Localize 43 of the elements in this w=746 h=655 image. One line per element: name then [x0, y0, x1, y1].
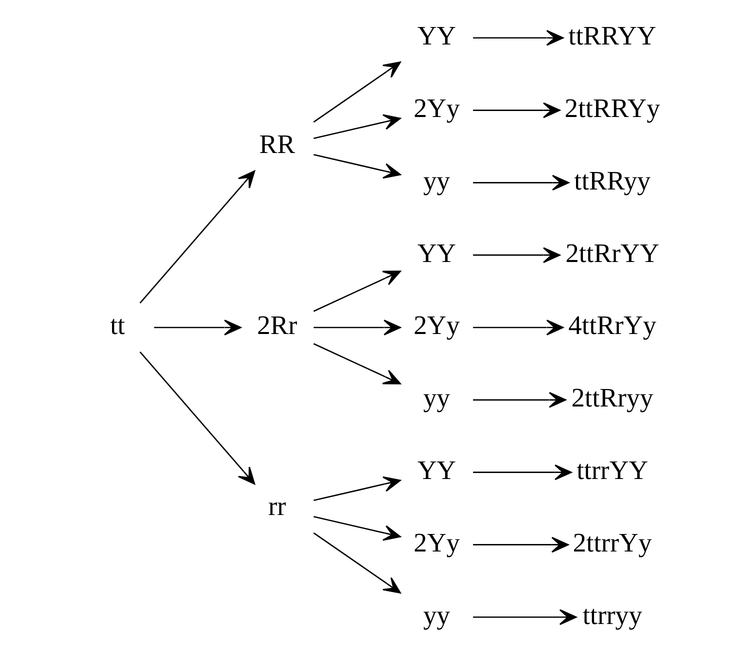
node-text: YY [417, 455, 456, 486]
node-text: 2ttRryy [571, 382, 654, 413]
node-text: 2ttRrYY [565, 238, 660, 268]
arrow [314, 114, 401, 140]
arrow [473, 174, 570, 191]
arrow [314, 516, 401, 541]
node-text: 2Rr [257, 310, 298, 340]
node-text: 2ttRRYy [564, 92, 660, 123]
arrow [314, 476, 401, 502]
node-text: 4ttRrYy [568, 310, 656, 340]
node-text: tt [110, 310, 126, 340]
node-text: ttRRYY [568, 20, 656, 51]
arrow [473, 30, 564, 46]
arrow [473, 609, 577, 626]
node-text: 2Yy [414, 527, 460, 558]
arrow [473, 247, 560, 263]
arrow [473, 102, 560, 118]
node-text: rr [268, 491, 286, 522]
arrow [314, 154, 401, 179]
arrow [140, 170, 256, 304]
arrow [313, 62, 401, 123]
arrow [473, 320, 564, 336]
arrow [313, 343, 401, 384]
arrow [473, 464, 572, 480]
arrow [473, 536, 569, 553]
node-text: 2Yy [414, 92, 460, 123]
node-text: yy [423, 382, 450, 413]
arrow [154, 320, 242, 336]
node-text: ttrrYY [576, 455, 648, 486]
arrow [473, 392, 566, 408]
node-text: ttRRyy [574, 165, 651, 196]
node-text: RR [259, 129, 296, 160]
node-text: 2ttrrYy [572, 527, 652, 558]
node-text: YY [417, 20, 456, 51]
node-text: YY [417, 238, 456, 268]
node-text: yy [423, 165, 450, 196]
arrow [140, 351, 256, 485]
arrow [313, 270, 401, 312]
node-text: 2Yy [414, 310, 460, 340]
node-text: yy [423, 600, 450, 630]
arrow [313, 532, 401, 594]
node-text: ttrryy [582, 600, 642, 630]
arrow [314, 320, 401, 336]
